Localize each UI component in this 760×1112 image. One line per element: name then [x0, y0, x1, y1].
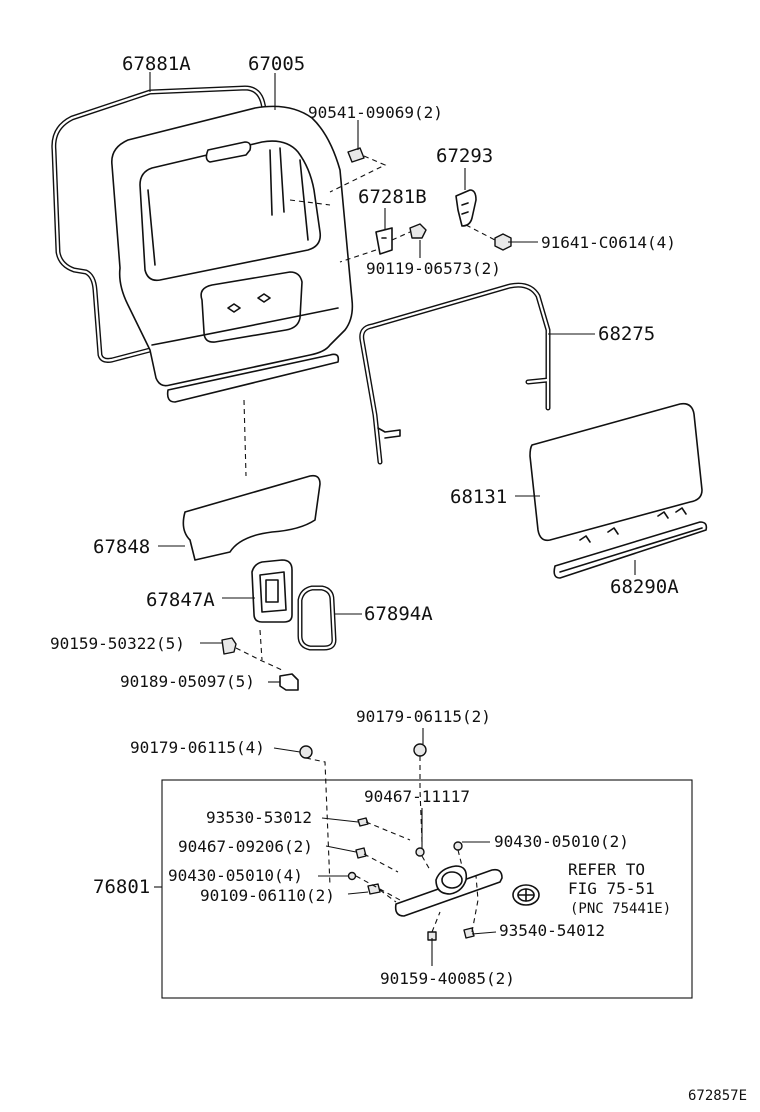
part-labels: 67881A 67005 90541-09069(2) 67293 67281B… [50, 53, 679, 988]
label-68275: 68275 [598, 323, 655, 345]
board-67848 [182, 399, 321, 561]
label-90430-4: 90430-05010(4) [168, 866, 303, 885]
emblem [512, 884, 540, 906]
leader-lines [149, 72, 636, 966]
refer-note: REFER TO FIG 75-51 (PNC 75441E) [568, 860, 671, 917]
label-90159-40085: 90159-40085(2) [380, 969, 515, 988]
bracket-67281B [339, 223, 427, 263]
back-door-garnish [347, 817, 503, 941]
run-channel-68275 [359, 282, 551, 465]
label-90189: 90189-05097(5) [120, 672, 255, 691]
garnish-68290A [553, 521, 708, 579]
label-90467-09206: 90467-09206(2) [178, 837, 313, 856]
label-68290A: 68290A [610, 576, 679, 598]
label-67847A: 67847A [146, 589, 215, 611]
hinge-67293 [455, 189, 512, 251]
label-90179-4: 90179-06115(4) [130, 738, 265, 757]
refer-line-3: (PNC 75441E) [570, 901, 671, 917]
label-90109: 90109-06110(2) [200, 886, 335, 905]
back-door-panel-67005 [111, 105, 354, 403]
label-90179-2: 90179-06115(2) [356, 707, 491, 726]
label-67281B: 67281B [358, 186, 427, 208]
label-91641: 91641-C0614(4) [541, 233, 676, 252]
label-68131: 68131 [450, 486, 507, 508]
label-67005: 67005 [248, 53, 305, 75]
refer-line-1: REFER TO [568, 860, 645, 879]
label-67881A: 67881A [122, 53, 191, 75]
label-90430-2: 90430-05010(2) [494, 832, 629, 851]
label-93530: 93530-53012 [206, 808, 312, 827]
box-76801 [161, 779, 693, 999]
refer-line-2: FIG 75-51 [568, 879, 655, 898]
glass-68131 [529, 402, 703, 543]
screw-90159-50322 [221, 629, 299, 691]
label-76801: 76801 [93, 876, 150, 898]
figure-code: 672857E [688, 1088, 747, 1104]
label-67293: 67293 [436, 145, 493, 167]
cover-67847A [251, 559, 293, 623]
label-93540: 93540-54012 [499, 921, 605, 940]
label-90541: 90541-09069(2) [308, 103, 443, 122]
clips-90179 [299, 743, 427, 887]
label-90159-50322: 90159-50322(5) [50, 634, 185, 653]
label-90119: 90119-06573(2) [366, 259, 501, 278]
label-67848: 67848 [93, 536, 150, 558]
label-90467-11117: 90467-11117 [364, 787, 470, 806]
seal-67894A [297, 585, 337, 651]
label-67894A: 67894A [364, 603, 433, 625]
clip-90541 [289, 147, 387, 206]
